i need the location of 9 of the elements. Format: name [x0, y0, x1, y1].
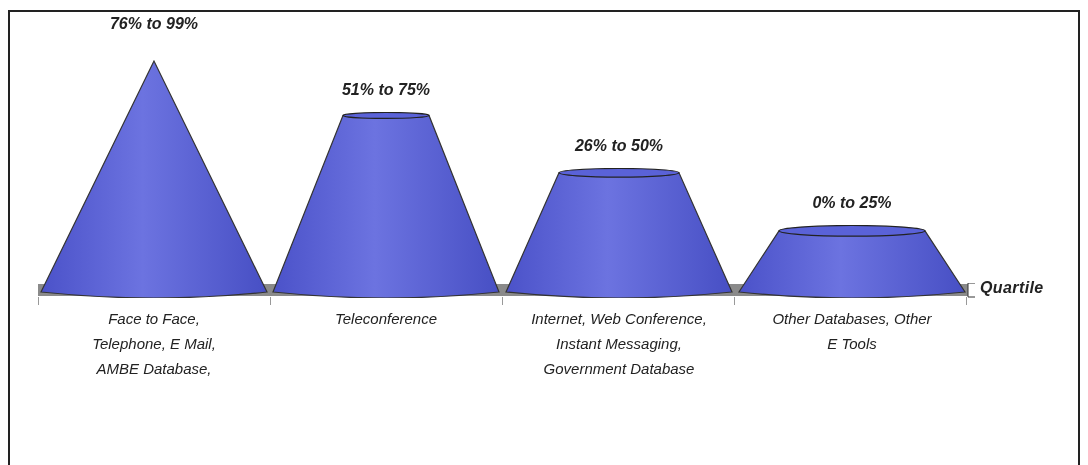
category-label: Face to Face, Telephone, E Mail, AMBE Database,	[91, 309, 217, 379]
quartile-range-label: 0% to 25%	[812, 193, 892, 213]
quartile-range-label: 51% to 75%	[341, 80, 430, 100]
axis-label: Quartile	[980, 278, 1044, 298]
category-label: Teleconference	[334, 309, 438, 329]
quartile-range-label: 76% to 99%	[109, 14, 198, 34]
quartile-range-label: 26% to 50%	[574, 136, 663, 156]
category-label: Other Databases, Other E Tools	[771, 309, 933, 354]
category-label: Internet, Web Conference, Instant Messaging, Government Database	[530, 309, 708, 379]
